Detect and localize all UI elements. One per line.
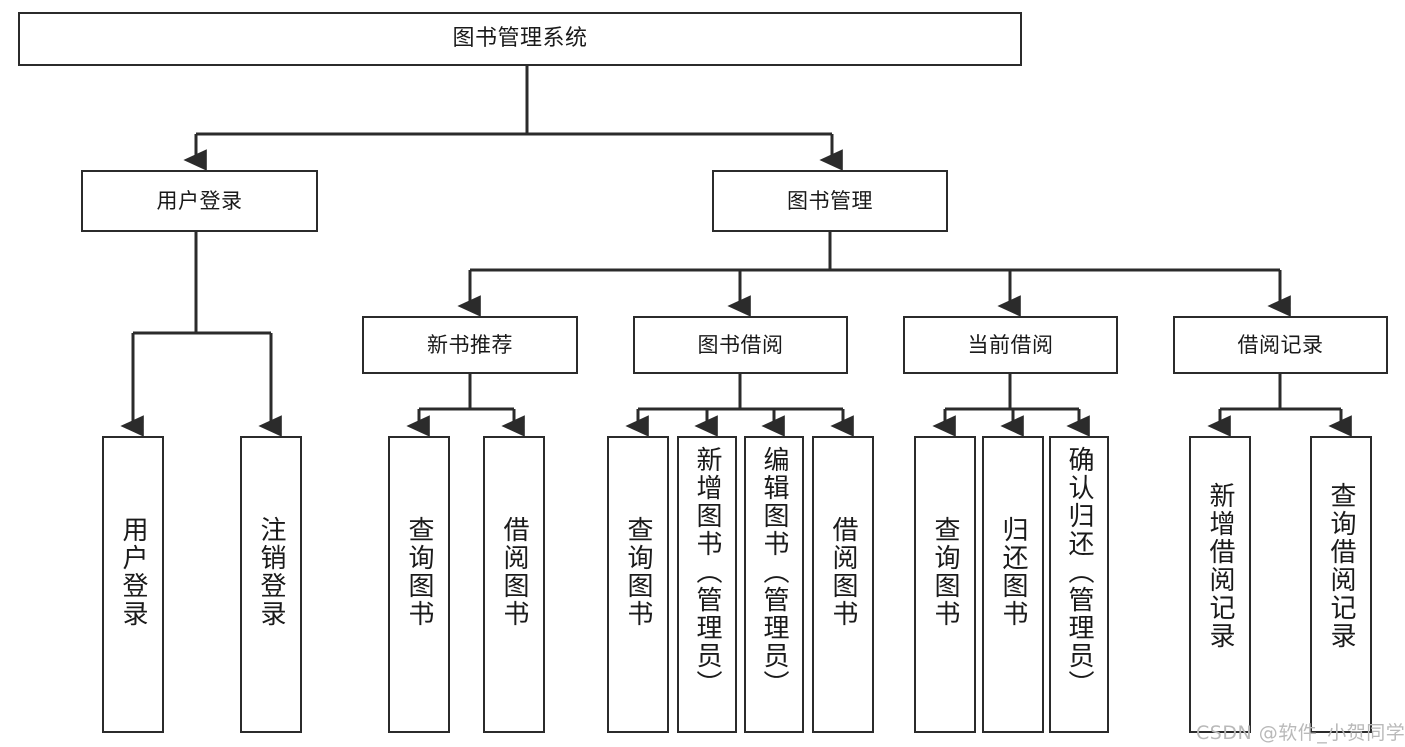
node-leaf-confirm-return-label: 确认归还（管理员）: [1064, 446, 1094, 698]
csdn-watermark: CSDN @软件_小贺同学: [1196, 722, 1405, 744]
node-leaf-borrow-book-1[interactable]: 借阅图书: [483, 436, 545, 733]
node-leaf-return-book-label: 归还图书: [998, 516, 1028, 628]
node-book-borrow[interactable]: 图书借阅: [633, 316, 848, 374]
node-leaf-query-record[interactable]: 查询借阅记录: [1310, 436, 1372, 733]
node-new-book-recommend[interactable]: 新书推荐: [362, 316, 578, 374]
node-leaf-query-book-1-label: 查询图书: [404, 516, 434, 628]
node-new-book-recommend-label: 新书推荐: [427, 332, 513, 357]
node-leaf-query-record-label: 查询借阅记录: [1326, 482, 1356, 650]
node-root[interactable]: 图书管理系统: [18, 12, 1022, 66]
node-leaf-query-book-2[interactable]: 查询图书: [607, 436, 669, 733]
node-book-borrow-label: 图书借阅: [697, 332, 784, 357]
node-borrow-records[interactable]: 借阅记录: [1173, 316, 1388, 374]
node-leaf-query-book-1[interactable]: 查询图书: [388, 436, 450, 733]
node-leaf-return-book[interactable]: 归还图书: [982, 436, 1044, 733]
node-user-login[interactable]: 用户登录: [81, 170, 318, 232]
node-leaf-user-login[interactable]: 用户登录: [102, 436, 164, 733]
node-user-login-label: 用户登录: [156, 188, 243, 213]
node-leaf-edit-book[interactable]: 编辑图书（管理员）: [744, 436, 804, 733]
node-leaf-confirm-return[interactable]: 确认归还（管理员）: [1049, 436, 1109, 733]
node-book-management[interactable]: 图书管理: [712, 170, 948, 232]
node-book-management-label: 图书管理: [787, 188, 873, 213]
node-leaf-edit-book-label: 编辑图书（管理员）: [759, 446, 789, 698]
node-root-label: 图书管理系统: [452, 26, 588, 52]
node-leaf-borrow-book-1-label: 借阅图书: [499, 516, 529, 628]
node-leaf-logout[interactable]: 注销登录: [240, 436, 302, 733]
node-borrow-records-label: 借阅记录: [1237, 332, 1324, 357]
node-leaf-add-record[interactable]: 新增借阅记录: [1189, 436, 1251, 733]
node-leaf-query-book-2-label: 查询图书: [623, 516, 653, 628]
node-leaf-add-record-label: 新增借阅记录: [1205, 482, 1235, 650]
node-leaf-add-book[interactable]: 新增图书（管理员）: [677, 436, 737, 733]
node-current-borrow-label: 当前借阅: [967, 332, 1054, 357]
node-current-borrow[interactable]: 当前借阅: [903, 316, 1118, 374]
node-leaf-add-book-label: 新增图书（管理员）: [692, 446, 722, 698]
node-leaf-logout-label: 注销登录: [256, 516, 286, 628]
node-leaf-query-book-3-label: 查询图书: [930, 516, 960, 628]
node-leaf-borrow-book-2[interactable]: 借阅图书: [812, 436, 874, 733]
node-leaf-user-login-label: 用户登录: [118, 516, 148, 628]
node-leaf-borrow-book-2-label: 借阅图书: [828, 516, 858, 628]
node-leaf-query-book-3[interactable]: 查询图书: [914, 436, 976, 733]
